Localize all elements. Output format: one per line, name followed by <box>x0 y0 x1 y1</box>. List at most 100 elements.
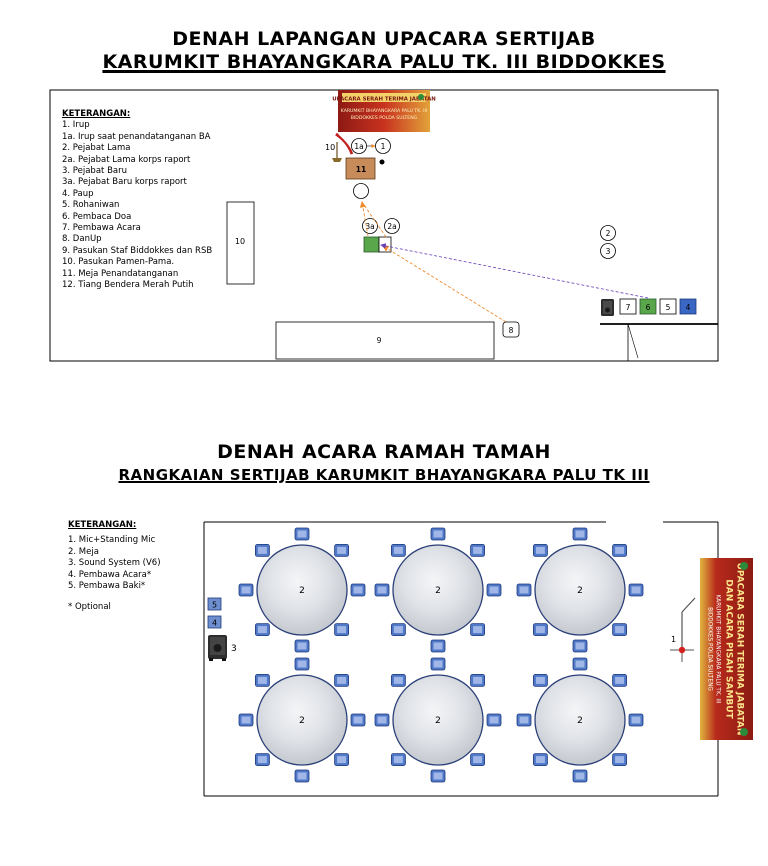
chair-cushion <box>615 626 625 634</box>
arrow-path <box>359 201 369 237</box>
arrow-path <box>382 245 507 323</box>
table-label: 2 <box>577 716 583 726</box>
position-5 <box>659 298 677 315</box>
flag-ribbon <box>335 132 354 155</box>
legend-item: 2. Meja <box>68 546 99 557</box>
troop-block-9 <box>275 321 495 360</box>
table-top <box>534 674 626 766</box>
table-label: 2 <box>435 586 441 596</box>
table-label: 2 <box>435 716 441 726</box>
legend-item: 5. Rohaniwan <box>62 200 120 211</box>
table-label: 2 <box>299 586 305 596</box>
position-4-label: 4 <box>686 303 691 312</box>
banner2-line3: KARUMKIT BHAYANGKARA PALU TK. III <box>715 594 721 703</box>
chair-cushion <box>473 756 483 764</box>
chair-cushion <box>433 642 443 650</box>
marker-dot <box>379 159 385 165</box>
position-1a <box>351 138 367 154</box>
table-label: 2 <box>577 586 583 596</box>
diagram1-title-line2: KARUMKIT BHAYANGKARA PALU TK. III BIDDOK… <box>102 51 666 73</box>
table-top <box>256 544 348 636</box>
chair-cushion <box>297 530 307 538</box>
diagram2-title-line1: DENAH ACARA RAMAH TAMAH <box>217 441 551 463</box>
position-1-label: 1 <box>381 142 386 151</box>
round-table: 2 <box>374 657 502 783</box>
legend-item: 1. Mic+Standing Mic <box>68 535 156 546</box>
chair-cushion <box>535 756 545 764</box>
chair-cushion <box>615 676 625 684</box>
banner2-line4: BIDDOKKES POLDA SULTENG <box>707 607 713 691</box>
position-1 <box>375 138 391 154</box>
chair-cushion <box>489 586 499 594</box>
chair-cushion <box>377 586 387 594</box>
legend-item: 3a. Pejabat Baru korps raport <box>62 177 187 188</box>
round-table: 2 <box>238 657 366 783</box>
chair-cushion <box>433 660 443 668</box>
legend-item: 12. Tiang Bendera Merah Putih <box>62 280 194 291</box>
officer-square-green <box>363 236 380 253</box>
position-3-label: 3 <box>606 247 611 256</box>
chair-cushion <box>353 716 363 724</box>
mic-stand-icon <box>670 597 696 662</box>
position-5-label: 5 <box>666 303 671 312</box>
reception-banner: UPACARA SERAH TERIMA JABATAN DAN ACARA P… <box>700 558 753 740</box>
legend-item: 10. Pasukan Pamen-Pama. <box>62 257 175 268</box>
legend-item: 5. Pembawa Baki* <box>68 581 146 592</box>
position-2-label: 2 <box>606 229 611 238</box>
diagram1-legend: KETERANGAN: 1. Irup 1a. Irup saat penand… <box>62 109 212 292</box>
chair-cushion <box>473 626 483 634</box>
table-top <box>256 674 348 766</box>
table-top <box>392 674 484 766</box>
position-2a-label: 2a <box>387 222 396 231</box>
position-3a-label: 3a <box>365 222 374 231</box>
position-7 <box>619 298 637 315</box>
table-label: 2 <box>299 716 305 726</box>
position-4-label: 4 <box>212 619 217 628</box>
emblem-icon <box>740 562 748 570</box>
mic-label: 1 <box>671 635 676 644</box>
chair-cushion <box>575 642 585 650</box>
position-2a <box>384 218 400 234</box>
chair-cushion <box>535 626 545 634</box>
arrow-path <box>380 243 649 299</box>
chair-cushion <box>433 530 443 538</box>
table-top <box>534 544 626 636</box>
chair-cushion <box>257 676 267 684</box>
legend-item: 2. Pejabat Lama <box>62 143 131 154</box>
chair-cushion <box>241 586 251 594</box>
legend-header: KETERANGAN: <box>68 520 137 530</box>
chair-cushion <box>353 586 363 594</box>
banner2-line1: UPACARA SERAH TERIMA JABATAN <box>735 563 745 736</box>
chair-cushion <box>489 716 499 724</box>
emblem-icon <box>740 728 748 736</box>
legend-item: 11. Meja Penandatanganan <box>62 268 179 279</box>
signing-table-label: 11 <box>356 165 366 174</box>
position-1a-label: 1a <box>354 142 363 151</box>
position-6 <box>639 298 657 315</box>
chair-cushion <box>575 530 585 538</box>
chair-cushion <box>257 756 267 764</box>
chair-cushion <box>297 772 307 780</box>
troop-block-10-label: 10 <box>235 237 245 246</box>
legend-item: 6. Pembaca Doa <box>62 211 132 222</box>
flag-ribbon-white <box>338 133 356 157</box>
chair-cushion <box>337 756 347 764</box>
chair-cushion <box>575 772 585 780</box>
position-5 <box>207 597 222 611</box>
troop-block-10 <box>226 201 255 285</box>
diagram2-legend: KETERANGAN: 1. Mic+Standing Mic 2. Meja … <box>68 520 161 614</box>
diagram2-title-line2: RANGKAIAN SERTIJAB KARUMKIT BHAYANGKARA … <box>118 466 650 484</box>
flag-pole-base <box>332 158 342 162</box>
troop-block-9-label: 9 <box>377 336 382 345</box>
chair-cushion <box>393 676 403 684</box>
label-10-flag: 10 <box>325 143 335 152</box>
chair-cushion <box>575 660 585 668</box>
position-8-label: 8 <box>509 326 514 335</box>
legend-item: 8. DanUp <box>62 234 102 245</box>
position-empty <box>353 183 369 199</box>
chair-cushion <box>393 546 403 554</box>
chair-cushion <box>535 546 545 554</box>
position-6-label: 6 <box>646 303 651 312</box>
position-4 <box>679 298 697 315</box>
